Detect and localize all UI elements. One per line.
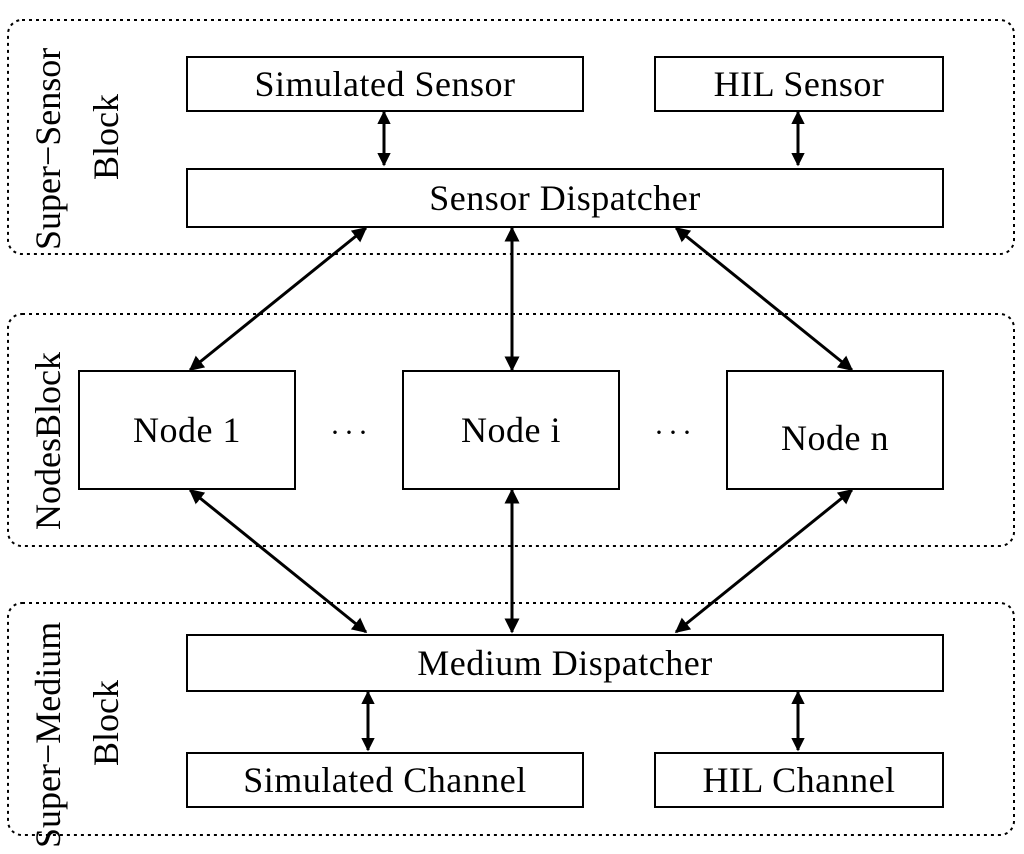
node-n-box: Node n [726,370,944,490]
super-medium-label-line1: Super−Medium [28,621,68,848]
super-sensor-label-line1: Super−Sensor [28,47,68,250]
sensor-dispatcher-box: Sensor Dispatcher [186,168,944,228]
hil-sensor-label: HIL Sensor [713,64,885,104]
hil-channel-box: HIL Channel [654,752,944,808]
hil-channel-label: HIL Channel [702,760,896,800]
super-sensor-label-line2: Block [86,94,126,180]
nodes-block-frame [7,313,1015,547]
ellipsis-left: ··· [330,416,372,449]
sensor-dispatcher-label: Sensor Dispatcher [429,178,701,218]
simulated-channel-label: Simulated Channel [243,760,527,800]
ellipsis-right: ··· [654,416,696,449]
super-medium-label-line2: Block [86,680,126,766]
node-n-label: Node n [781,418,889,458]
super-medium-block-label: Super−Medium Block [28,621,126,848]
simulated-channel-box: Simulated Channel [186,752,584,808]
super-medium-block-frame [7,602,1015,836]
node-i-box: Node i [402,370,620,490]
node-1-label: Node 1 [133,410,241,450]
arrow-sensor-dispatcher-node-n [674,226,854,372]
nodes-block-label-text: NodesBlock [28,352,68,530]
super-sensor-block-label: Super−Sensor Block [28,47,126,250]
simulated-sensor-box: Simulated Sensor [186,56,584,112]
node-i-label: Node i [461,410,561,450]
simulated-sensor-label: Simulated Sensor [254,64,516,104]
node-1-box: Node 1 [78,370,296,490]
medium-dispatcher-box: Medium Dispatcher [186,634,944,692]
arrow-sensor-dispatcher-node-1 [188,226,368,372]
medium-dispatcher-label: Medium Dispatcher [417,643,713,683]
arrow-node-n-medium-dispatcher [674,488,854,634]
arrow-node-1-medium-dispatcher [188,488,368,634]
nodes-block-label: NodesBlock [28,352,68,530]
hil-sensor-box: HIL Sensor [654,56,944,112]
